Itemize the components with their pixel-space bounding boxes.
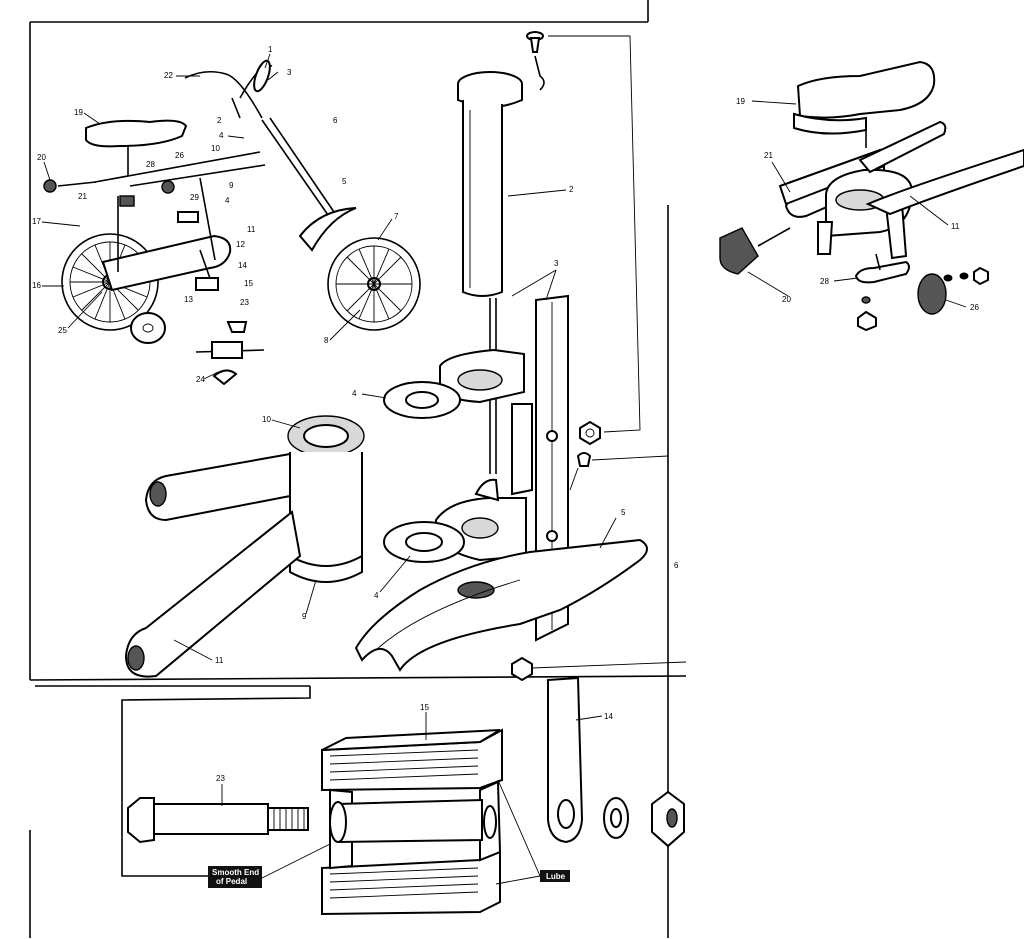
part-label: 10	[211, 144, 220, 153]
part-label: 9	[229, 181, 234, 190]
part-label: 4	[219, 131, 224, 140]
part-label: 26	[175, 151, 184, 160]
part-label: 6	[674, 561, 679, 570]
part-label: 7	[394, 212, 399, 221]
part-label: 4	[225, 196, 230, 205]
seat-exploded-view	[719, 60, 1024, 332]
overview-part-labels: 1 22 3 2 4 6 10 19 20 28 26 21 9 29 4 5 …	[32, 45, 399, 384]
part-label: 14	[604, 712, 613, 721]
part-label: 8	[324, 336, 329, 345]
fork-part-labels: 2 3 4 10 4 5 9 11 6	[173, 185, 679, 665]
part-label: 5	[621, 508, 626, 517]
part-label: 4	[374, 591, 379, 600]
part-label: 3	[554, 259, 559, 268]
part-label: 2	[569, 185, 574, 194]
part-label: 19	[74, 108, 83, 117]
part-label: 3	[287, 68, 292, 77]
part-label: 11	[215, 656, 224, 665]
part-label: 4	[352, 389, 357, 398]
part-label: 23	[216, 774, 225, 783]
smooth-end-callout-box	[208, 866, 262, 888]
part-label: 6	[333, 116, 338, 125]
part-label: 19	[736, 97, 745, 106]
part-label: 21	[764, 151, 773, 160]
part-label: 1	[268, 45, 273, 54]
fork-exploded-view	[124, 31, 687, 682]
part-label: 2	[217, 116, 222, 125]
part-label: 21	[78, 192, 87, 201]
part-label: 10	[262, 415, 271, 424]
part-label: 16	[32, 281, 41, 290]
part-label: 15	[244, 279, 253, 288]
part-label: 15	[420, 703, 429, 712]
part-label: 29	[190, 193, 199, 202]
part-label: 28	[146, 160, 155, 169]
pedal-part-labels: 15 14 23	[216, 703, 613, 806]
part-label: 24	[196, 375, 205, 384]
part-label: 11	[951, 222, 960, 231]
bike-overview-drawing	[43, 59, 421, 386]
part-label: 22	[164, 71, 173, 80]
part-label: 17	[32, 217, 41, 226]
part-label: 14	[238, 261, 247, 270]
part-label: 26	[970, 303, 979, 312]
part-label: 9	[302, 612, 307, 621]
part-label: 5	[342, 177, 347, 186]
part-label: 13	[184, 295, 193, 304]
part-label: 20	[782, 295, 791, 304]
part-label: 23	[240, 298, 249, 307]
part-label: 11	[247, 225, 256, 234]
part-label: 12	[236, 240, 245, 249]
seat-part-labels: 19 21 11 20 28 26	[736, 97, 979, 312]
part-label: 28	[820, 277, 829, 286]
lube-callout: Lube	[546, 872, 566, 881]
part-label: 25	[58, 326, 67, 335]
part-label: 20	[37, 153, 46, 162]
lube-callout-box	[540, 870, 570, 882]
